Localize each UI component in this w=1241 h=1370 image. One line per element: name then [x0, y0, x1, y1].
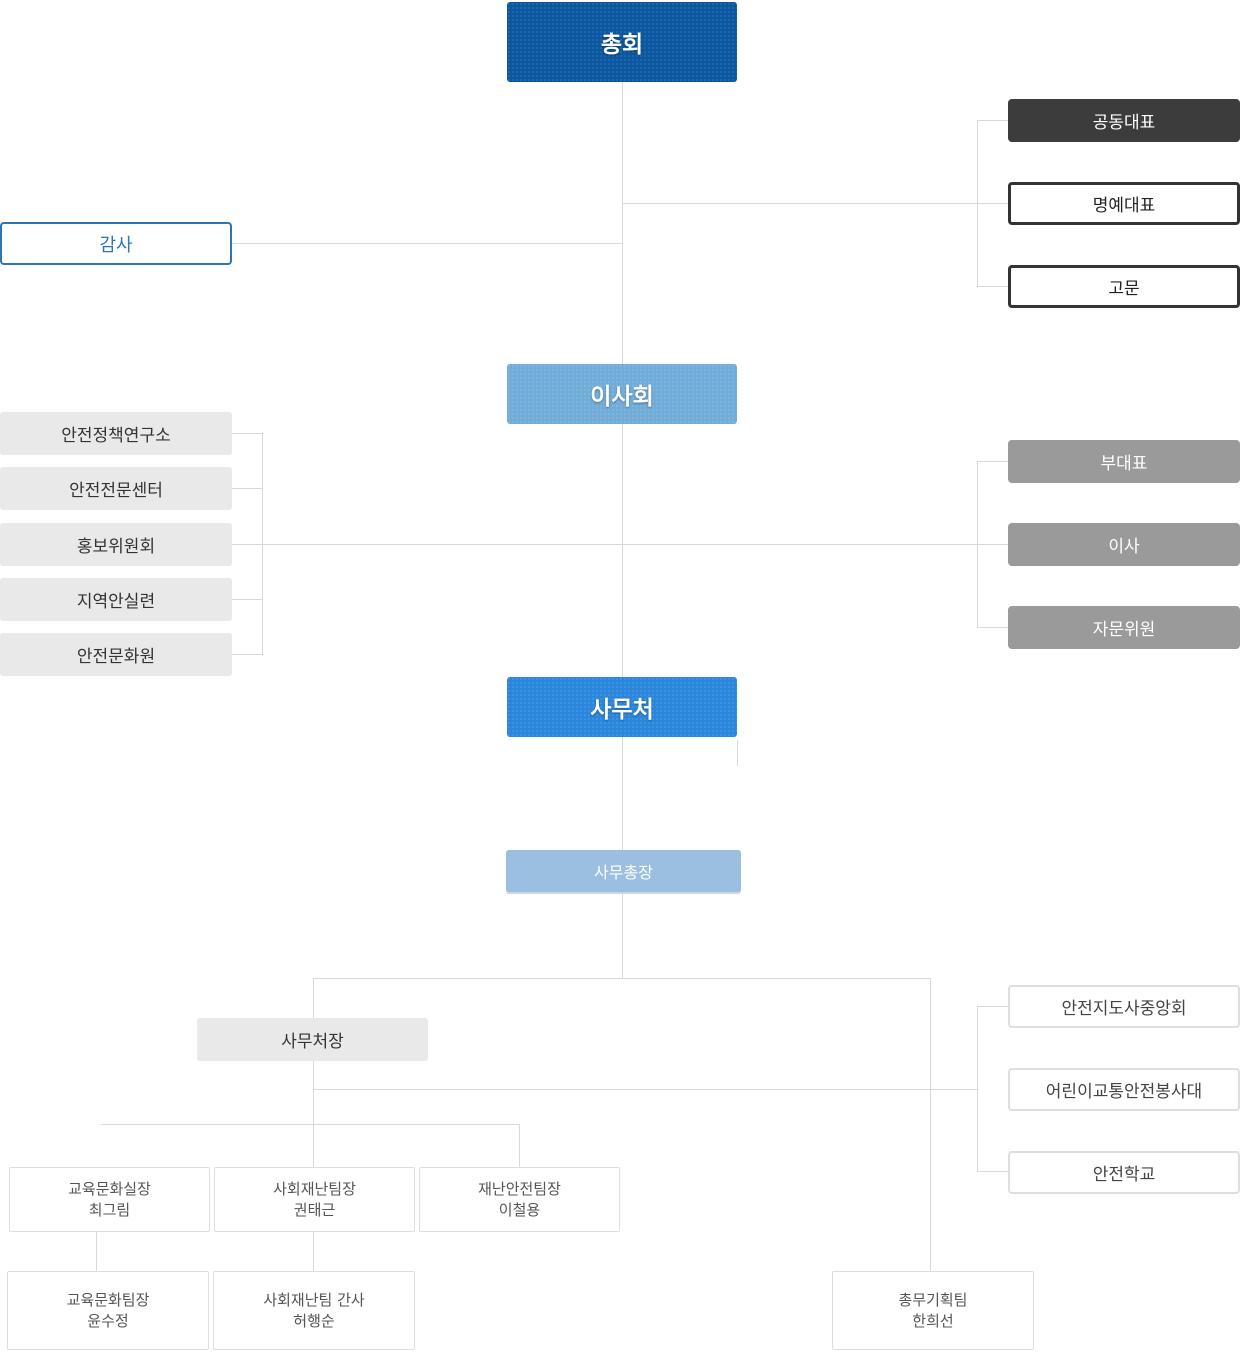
- advisor-box: 고문: [1008, 265, 1240, 308]
- connector-line: [977, 203, 1008, 204]
- connector-line: [231, 488, 262, 489]
- team-leader-box: 교육문화실장 최그림: [9, 1167, 210, 1232]
- connector-line: [231, 599, 262, 600]
- connector-line: [96, 1231, 97, 1271]
- affiliate-box: 어린이교통안전봉사대: [1008, 1068, 1240, 1111]
- person-name: 권태근: [293, 1200, 336, 1219]
- affiliate-box: 안전학교: [1008, 1151, 1240, 1194]
- connector-line: [231, 544, 1008, 545]
- team-member-box: 사회재난팀 간사 허행순: [213, 1271, 415, 1350]
- connector-line: [737, 740, 738, 766]
- committee-box: 지역안실련: [0, 578, 232, 621]
- connector-line: [519, 1124, 520, 1167]
- connector-line: [930, 978, 931, 1271]
- position-title: 교육문화실장: [68, 1179, 151, 1198]
- connector-line: [622, 82, 623, 978]
- connector-line: [231, 433, 262, 434]
- connector-line: [313, 1089, 978, 1090]
- co-representative-box: 공동대표: [1008, 99, 1240, 142]
- committee-box: 홍보위원회: [0, 523, 232, 566]
- person-name: 최그림: [88, 1200, 131, 1219]
- connector-line: [313, 1061, 314, 1167]
- connector-line: [313, 1231, 314, 1271]
- person-name: 윤수정: [87, 1311, 129, 1330]
- position-title: 교육문화팀장: [66, 1290, 150, 1309]
- position-title: 총무기획팀: [898, 1290, 968, 1309]
- connector-line: [977, 286, 1008, 287]
- connector-line: [622, 203, 978, 204]
- team-leader-box: 재난안전팀장 이철용: [419, 1167, 620, 1232]
- connector-line: [231, 654, 262, 655]
- person-name: 이철용: [498, 1200, 541, 1219]
- connector-line: [101, 1124, 520, 1125]
- connector-line: [977, 461, 1008, 462]
- team-leader-box: 사회재난팀장 권태근: [214, 1167, 415, 1232]
- vice-representative-box: 부대표: [1008, 440, 1240, 483]
- committee-box: 안전전문센터: [0, 467, 232, 510]
- connector-line: [977, 461, 978, 628]
- connector-line: [313, 978, 931, 979]
- connector-line: [231, 243, 622, 244]
- general-assembly-box: 총회: [507, 2, 737, 82]
- position-title: 사회재난팀 간사: [263, 1290, 365, 1309]
- committee-box: 안전문화원: [0, 633, 232, 676]
- secretariat-box: 사무처: [507, 677, 737, 737]
- connector-line: [977, 627, 1008, 628]
- auditor-box: 감사: [0, 222, 232, 265]
- connector-line: [977, 120, 1008, 121]
- advisory-member-box: 자문위원: [1008, 606, 1240, 649]
- honorary-representative-box: 명예대표: [1008, 182, 1240, 225]
- position-title: 사회재난팀장: [273, 1179, 356, 1198]
- person-name: 한희선: [912, 1311, 954, 1330]
- position-title: 재난안전팀장: [478, 1179, 561, 1198]
- office-head-box: 사무처장: [197, 1018, 428, 1061]
- team-member-box: 교육문화팀장 윤수정: [7, 1271, 209, 1350]
- committee-box: 안전정책연구소: [0, 412, 232, 455]
- connector-line: [262, 433, 263, 655]
- person-name: 허행순: [293, 1311, 335, 1330]
- connector-line: [313, 978, 314, 1019]
- connector-line: [977, 1006, 1008, 1007]
- general-affairs-box: 총무기획팀 한희선: [832, 1271, 1034, 1350]
- board-box: 이사회: [507, 364, 737, 424]
- connector-line: [977, 1171, 1008, 1172]
- affiliate-box: 안전지도사중앙회: [1008, 985, 1240, 1028]
- connector-line: [977, 1006, 978, 1172]
- director-box: 이사: [1008, 523, 1240, 566]
- secretary-general-box: 사무총장: [506, 850, 741, 892]
